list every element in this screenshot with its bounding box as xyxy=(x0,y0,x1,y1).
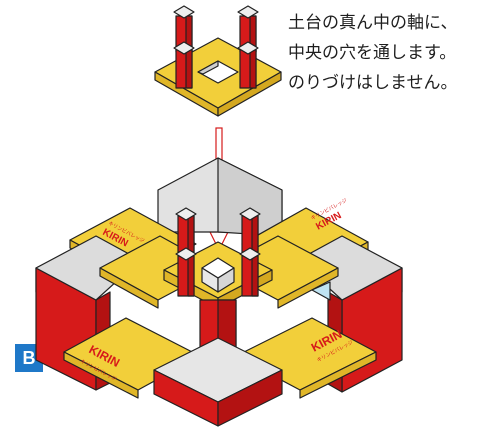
instruction-line-3: のりづけはしません。 xyxy=(288,73,458,93)
base-assembly xyxy=(35,157,403,427)
instruction-line-2: 中央の穴を通します。 xyxy=(288,43,457,63)
axis-piece-illustration xyxy=(154,5,282,117)
instruction-text: 土台の真ん中の軸に、 中央の穴を通します。 のりづけはしません。 xyxy=(288,8,500,98)
instruction-line-1: 土台の真ん中の軸に、 xyxy=(288,13,458,33)
step-badge-b: B xyxy=(15,344,43,372)
